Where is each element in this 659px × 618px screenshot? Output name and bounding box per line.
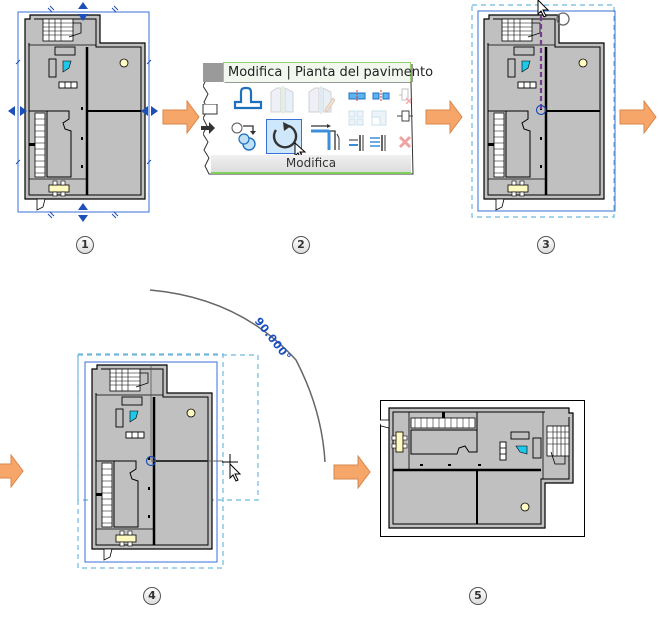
selection-box [17,11,150,213]
step-number-5: 5 [469,587,487,605]
trim-corner-icon[interactable] [309,122,341,150]
floor-plan-selected[interactable] [0,0,170,225]
next-arrow-1 [162,100,200,134]
step-number-1: 1 [76,236,94,254]
floor-plan-rotating[interactable] [40,280,340,575]
split-gap-icon[interactable] [372,90,390,102]
step-3-panel [468,0,628,225]
rotation-center-marker [535,104,547,116]
ribbon-context-tab[interactable]: Modifica | Pianta del pavimento [223,62,433,82]
mirror-pick-axis-icon[interactable] [269,86,297,114]
move-icon[interactable] [231,122,261,152]
resize-handles [8,2,158,222]
ribbon-left-fragments [201,104,218,134]
split-element-icon[interactable] [348,90,366,102]
mouse-cursor-icon [537,0,550,18]
rotation-arc [149,289,326,463]
selection-box [477,10,616,212]
floor-plan-rotated[interactable] [380,400,590,540]
step-5-panel [380,400,590,540]
rotation-boundary [471,4,615,218]
ribbon-panel-label: Modifica [211,155,411,174]
rotate-icon [272,122,298,149]
mouse-cursor-icon [229,462,242,482]
prev-arrow-4 [0,454,24,488]
trim-extend-icons[interactable] [348,135,388,151]
floor-plan-center-placed[interactable] [468,0,628,225]
pin-icon[interactable] [397,86,413,104]
step-1-panel [0,0,170,225]
next-arrow-4 [333,455,371,489]
array-icon[interactable] [348,110,388,126]
delete-icon[interactable] [398,135,412,149]
next-arrow-3 [619,100,657,134]
next-arrow-2 [425,100,463,134]
mirror-draw-axis-icon[interactable] [307,86,335,114]
step-number-4: 4 [143,587,161,605]
rotate-button[interactable] [266,119,302,154]
selection-box [84,361,218,563]
modify-ribbon-panel: Modifica | Pianta del pavimento [201,62,433,176]
unpin-icon[interactable] [397,108,413,124]
align-icon[interactable] [231,86,263,112]
step-4-panel [40,280,340,575]
step-number-3: 3 [537,236,555,254]
step-number-2: 2 [292,236,310,254]
